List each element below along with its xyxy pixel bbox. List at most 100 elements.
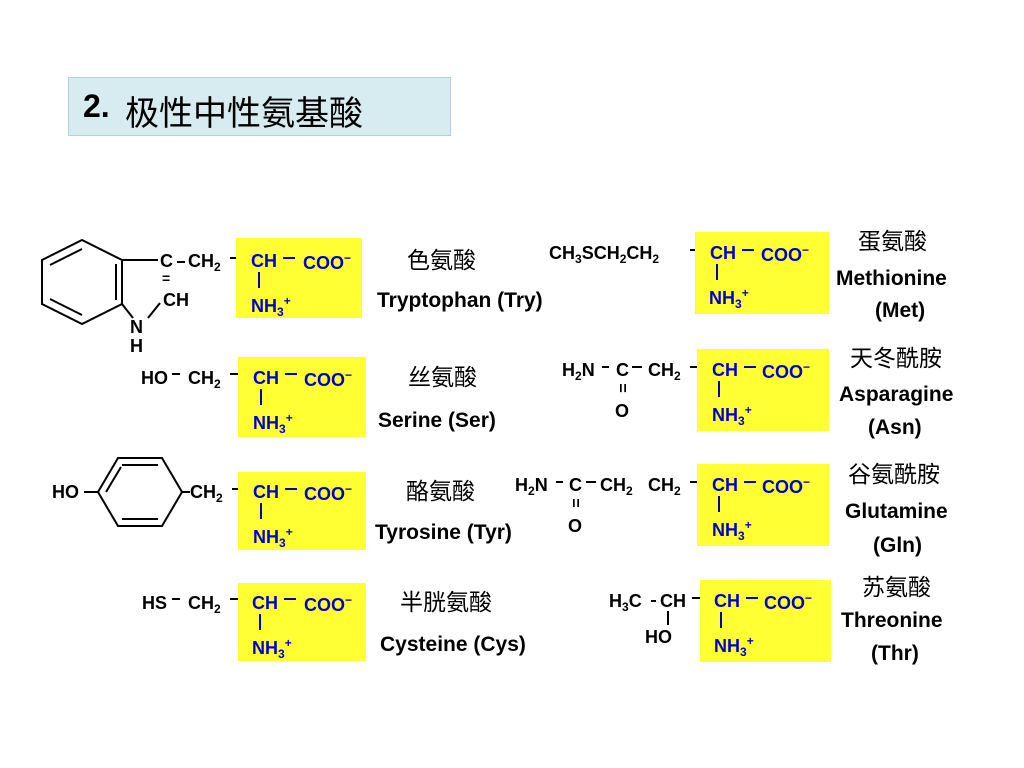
thr-alpha-ch: CH	[714, 591, 740, 611]
met-abbr: (Met)	[875, 299, 926, 322]
asn-bond-4	[744, 366, 756, 368]
cys-name-zh: 半胱氨酸	[400, 590, 492, 616]
asn-amide-o: O	[615, 401, 630, 421]
gln-bond-3	[690, 481, 702, 483]
met-alpha-bond	[716, 264, 718, 280]
benzene-ring	[96, 457, 184, 527]
tyr-bond-3	[285, 488, 297, 490]
asn-ch2: CH2	[648, 360, 681, 383]
thr-alpha-bond	[720, 612, 722, 628]
tyr-bond-1	[182, 491, 190, 493]
indole-ring	[41, 238, 161, 326]
gln-double-bond: =	[566, 498, 584, 508]
tyr-nh3: NH3+	[253, 525, 293, 550]
tyr-coo: COO−	[304, 482, 353, 504]
met-bond-2	[742, 249, 754, 251]
tyr-name-en: Tyrosine (Tyr)	[375, 521, 512, 544]
thr-beta-ch: CH	[660, 591, 686, 611]
thr-coo: COO−	[764, 591, 813, 613]
asn-name-en: Asparagine	[839, 383, 954, 406]
try-bond-3	[283, 257, 295, 259]
thr-oh-bond	[667, 611, 669, 625]
asn-bond-3	[690, 366, 702, 368]
thr-bond-2	[746, 597, 758, 599]
tyr-alpha-bond	[260, 503, 262, 519]
ser-name-zh: 丝氨酸	[408, 365, 477, 391]
try-bond-2	[230, 257, 241, 259]
tyr-alpha-ch: CH	[253, 482, 279, 502]
gln-nh3: NH3+	[712, 518, 752, 543]
ser-bond-2	[230, 373, 241, 375]
thr-h3c: H3C	[609, 591, 642, 614]
asn-alpha-bond	[718, 381, 720, 397]
gln-amide-o: O	[568, 516, 583, 536]
gln-amide-c: C	[569, 475, 582, 495]
asn-h2n: H2N	[562, 360, 595, 383]
gln-ch2-a: CH2	[600, 475, 633, 498]
gln-abbr: (Gln)	[873, 534, 922, 557]
cys-ch2: CH2	[188, 593, 221, 616]
gln-bond-1	[556, 481, 563, 483]
thr-abbr: (Thr)	[871, 642, 919, 665]
ser-bond-1	[172, 373, 180, 375]
try-alpha-bond	[258, 272, 260, 288]
try-ring-c: C	[160, 251, 173, 271]
tyr-bond-0	[84, 491, 98, 493]
ser-alpha-box	[238, 357, 366, 437]
ser-name-en: Serine (Ser)	[378, 409, 496, 432]
gln-bond-4	[744, 481, 756, 483]
asn-alpha-ch: CH	[712, 360, 738, 380]
tyr-bond-2	[232, 488, 242, 490]
gln-alpha-ch: CH	[712, 475, 738, 495]
thr-nh3: NH3+	[714, 634, 754, 659]
met-nh3: NH3+	[709, 286, 749, 311]
try-ring-n: N	[130, 317, 143, 337]
met-name-zh: 蛋氨酸	[858, 229, 927, 255]
ser-coo: COO−	[304, 368, 353, 390]
asn-double-bond: =	[613, 383, 631, 393]
met-alpha-ch: CH	[710, 243, 736, 263]
ser-bond-3	[285, 373, 297, 375]
gln-name-en: Glutamine	[845, 500, 948, 523]
cys-bond-1	[172, 598, 180, 600]
try-name-en: Tryptophan (Try)	[377, 289, 543, 312]
cys-alpha-bond	[259, 614, 261, 630]
asn-coo: COO−	[762, 360, 811, 382]
try-name-zh: 色氨酸	[407, 248, 476, 274]
met-name-en: Methionine	[836, 267, 947, 290]
gln-name-zh: 谷氨酰胺	[848, 462, 940, 488]
thr-name-zh: 苏氨酸	[862, 575, 931, 601]
gln-bond-2	[586, 481, 596, 483]
asn-abbr: (Asn)	[868, 416, 922, 439]
gln-alpha-bond	[718, 496, 720, 512]
thr-ho: HO	[645, 627, 672, 647]
try-ring-ch: CH	[163, 290, 189, 310]
asn-bond-2	[632, 366, 642, 368]
asn-nh3: NH3+	[712, 403, 752, 428]
try-ch2: CH2	[188, 251, 221, 274]
try-alpha-ch: CH	[251, 251, 277, 271]
try-ring-h: H	[130, 336, 143, 356]
tyr-ho: HO	[52, 482, 79, 502]
asn-name-zh: 天冬酰胺	[850, 346, 942, 372]
cys-coo: COO−	[304, 593, 353, 615]
title-number: 2.	[83, 88, 110, 124]
gln-h2n: H2N	[515, 475, 548, 498]
cys-hs: HS	[142, 593, 168, 613]
met-coo: COO−	[761, 243, 810, 265]
ser-nh3: NH3+	[253, 411, 293, 436]
ser-ho: HO	[141, 368, 168, 388]
try-bond-1	[177, 261, 185, 263]
asn-bond-1	[602, 366, 609, 368]
cys-bond-2	[230, 598, 241, 600]
cys-alpha-ch: CH	[252, 593, 278, 613]
ser-ch2: CH2	[188, 368, 221, 391]
cys-bond-3	[284, 598, 296, 600]
cys-nh3: NH3+	[252, 636, 292, 661]
asn-amide-c: C	[616, 360, 629, 380]
try-nh3: NH3+	[251, 294, 291, 319]
gln-ch2-b: CH2	[648, 475, 681, 498]
title-text: 极性中性氨基酸	[125, 94, 363, 134]
tyr-alpha-box	[238, 472, 366, 550]
try-alpha-box	[236, 238, 362, 318]
